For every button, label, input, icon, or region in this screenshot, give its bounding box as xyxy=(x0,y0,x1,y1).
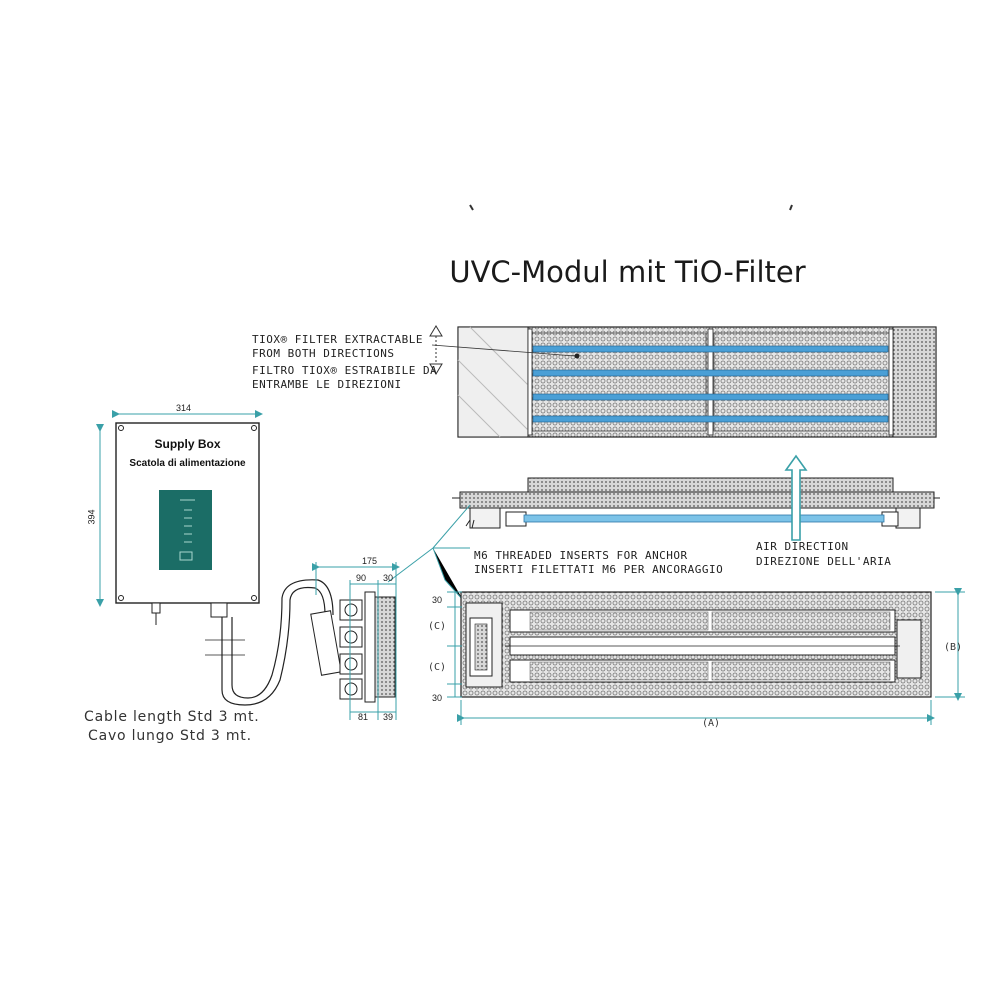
air-direction-arrow xyxy=(784,454,808,541)
module-dim-c2: (C) xyxy=(428,662,447,673)
module-top-view xyxy=(457,326,937,438)
module-dim-c1: (C) xyxy=(428,621,447,632)
air-direction-en: AIR DIRECTION xyxy=(756,540,849,553)
supply-box-label-it: Scatola di alimentazione xyxy=(129,458,246,469)
module-dim-top: 30 xyxy=(432,595,443,605)
filter-note-en: TIOX® FILTER EXTRACTABLE FROM BOTH DIREC… xyxy=(252,333,423,360)
module-dim-bottom: 30 xyxy=(432,693,443,703)
stray-marks xyxy=(469,204,793,211)
supply-box-height: 394 xyxy=(86,509,97,525)
module-side-view xyxy=(452,477,940,529)
connector-dim-d: 39 xyxy=(383,712,394,722)
control-panel xyxy=(159,490,212,570)
connector-dims xyxy=(312,562,400,720)
cable-note-en: Cable length Std 3 mt. xyxy=(84,709,260,725)
filter-extract-arrow xyxy=(429,325,576,375)
cable-note-it: Cavo lungo Std 3 mt. xyxy=(88,728,252,744)
dimension-lines xyxy=(447,588,965,725)
m6-leaders xyxy=(387,504,471,601)
module-dim-a: (A) xyxy=(702,718,721,729)
supply-box-drawing xyxy=(115,422,260,625)
cable xyxy=(205,579,334,706)
module-bottom-view xyxy=(460,591,932,698)
connector-dim-b: 30 xyxy=(383,573,394,583)
connector-dim-total: 175 xyxy=(362,556,378,566)
supply-box-width: 314 xyxy=(176,403,192,413)
uvc-tubes-top xyxy=(532,345,889,423)
page-title: UVC-Modul mit TiO-Filter xyxy=(449,255,806,289)
inserts-note-it: INSERTI FILETTATI M6 PER ANCORAGGIO xyxy=(474,563,724,576)
connector-view xyxy=(310,591,396,703)
connector-dim-a: 90 xyxy=(356,573,367,583)
module-dim-b: (B) xyxy=(944,642,963,653)
inserts-note-en: M6 THREADED INSERTS FOR ANCHOR xyxy=(474,549,688,562)
air-direction-it: DIREZIONE DELL'ARIA xyxy=(756,555,892,568)
supply-box-dims xyxy=(96,410,263,607)
filter-note-it: FILTRO TIOX® ESTRAIBILE DA ENTRAMBE LE D… xyxy=(252,364,438,391)
connector-dim-c: 81 xyxy=(358,712,369,722)
supply-box-label-en: Supply Box xyxy=(154,437,221,451)
